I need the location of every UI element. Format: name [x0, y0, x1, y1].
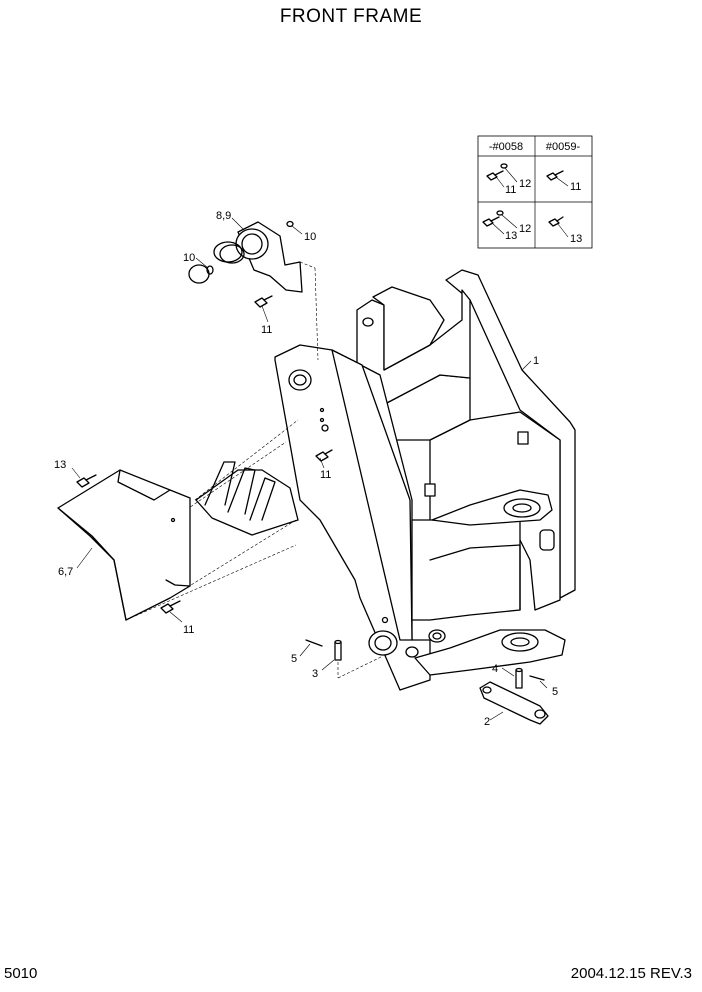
serial-range-table: -#0058 #0059- 12 11 11 12 13: [477, 135, 593, 249]
pins-and-link: [305, 639, 549, 725]
callout-5: 5: [552, 686, 558, 698]
callout-leaders: [71, 217, 548, 721]
callout-11: 11: [261, 324, 272, 336]
table-callout: 12: [519, 178, 531, 190]
cover-bolts: [76, 449, 333, 614]
table-callout: 13: [570, 233, 582, 245]
lamp-assembly: [188, 220, 319, 361]
bolt-icon: [548, 216, 564, 227]
date-revision: 2004.12.15 REV.3: [570, 965, 692, 982]
bolt-icon: [546, 170, 564, 181]
page-title: FRONT FRAME: [279, 6, 423, 27]
table-callout: 11: [570, 181, 581, 193]
page-number: 5010: [4, 965, 38, 982]
callout-10: 10: [183, 252, 195, 264]
callout-11: 11: [183, 624, 194, 636]
callout-8-9: 8,9: [216, 210, 231, 222]
callout-2: 2: [484, 716, 490, 728]
bolt-washer-icon: [482, 210, 504, 227]
bolt-washer-icon: [486, 163, 508, 181]
table-callout: 13: [505, 230, 517, 242]
callout-13: 13: [54, 459, 66, 471]
table-callout: 12: [519, 223, 531, 235]
cover-mount-bracket: [173, 419, 299, 536]
table-header-early: -#0058: [489, 141, 523, 153]
table-header-late: #0059-: [546, 141, 581, 153]
front-frame: [274, 269, 576, 691]
callout-3: 3: [312, 668, 318, 680]
table-callout: 11: [505, 184, 516, 196]
callout-4: 4: [492, 663, 498, 675]
callout-10: 10: [304, 231, 316, 243]
side-cover: [57, 469, 297, 621]
callout-5: 5: [291, 653, 297, 665]
callout-6-7: 6,7: [58, 566, 73, 578]
callout-11: 11: [320, 469, 331, 481]
callout-1: 1: [533, 355, 539, 367]
